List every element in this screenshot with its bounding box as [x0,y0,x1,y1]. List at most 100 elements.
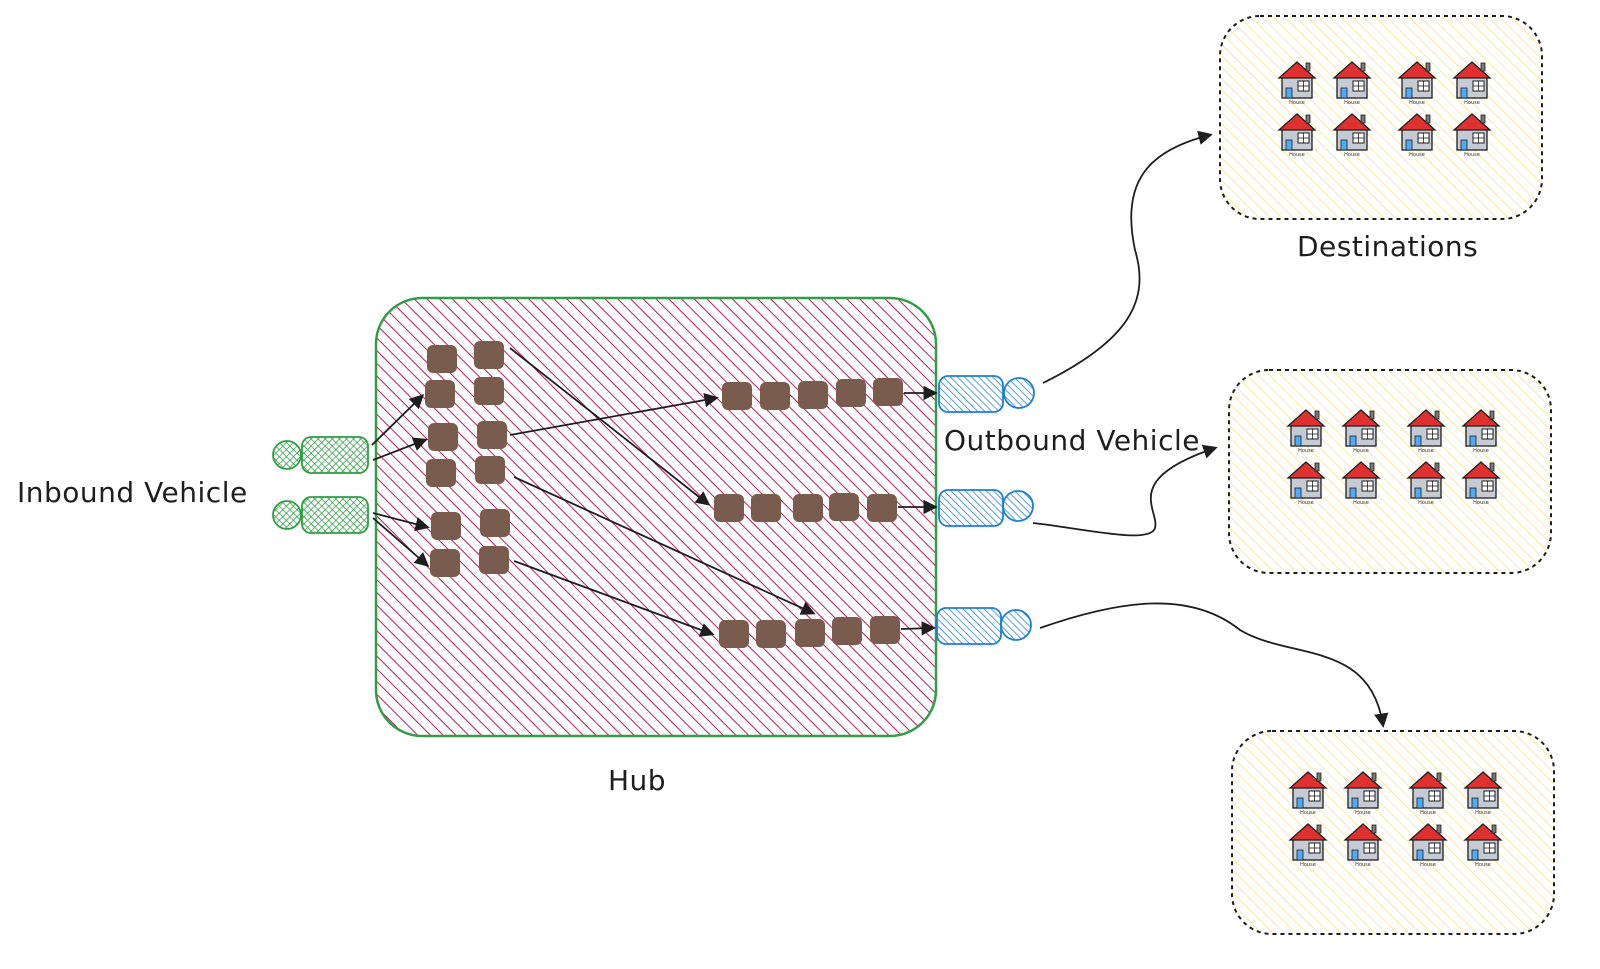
parcel [480,509,510,537]
arrow [513,560,715,637]
parcel-group [425,341,510,577]
parcel [719,620,749,648]
arrow [513,476,816,615]
house-icon: House [1463,823,1503,868]
arrow [371,393,425,446]
parcel [430,549,460,577]
house-icon: House [1277,61,1317,106]
house-label: House [1289,152,1305,158]
arrow [1042,130,1213,384]
house-icon: House [1408,823,1448,868]
parcel [479,546,509,574]
house-label: House [1475,862,1491,868]
house-label: House [1298,500,1314,506]
arrow [509,347,711,506]
house-icon: House [1452,61,1492,106]
arrow [1032,444,1218,537]
arrow [1039,602,1389,728]
house-icon: House [1341,409,1381,454]
house-label: House [1344,152,1360,158]
house-icon: House [1463,771,1503,816]
house-icon: House [1286,461,1326,506]
parcel [426,459,456,487]
house-icon: House [1397,113,1437,158]
vehicle-icon [272,500,302,530]
house-icon: House [1277,113,1317,158]
hub-label: Hub [608,764,666,797]
house-icon: House [1406,409,1446,454]
parcel [714,494,744,522]
house-label: House [1420,862,1436,868]
outbound-vehicle-3 [936,607,1032,645]
house-icon: House [1332,61,1372,106]
house-label: House [1298,448,1314,454]
parcel [474,377,504,405]
parcel [428,423,458,451]
parcel [431,512,461,540]
flow-arrows [371,130,1389,728]
parcel [475,456,505,484]
house-label: House [1464,100,1480,106]
house-label: House [1300,862,1316,868]
parcel [427,345,457,373]
house-icon: House [1452,113,1492,158]
vehicle-icon [1000,609,1032,641]
house-label: House [1473,448,1489,454]
parcel [425,380,455,408]
destinations-label: Destinations [1297,230,1478,263]
house-icon: House [1343,823,1383,868]
parcel [795,619,825,647]
outbound-vehicle-2 [938,489,1034,527]
house-label: House [1418,500,1434,506]
queue-1 [722,378,903,410]
outbound-vehicle-label: Outbound Vehicle [944,424,1200,457]
house-icon: House [1288,823,1328,868]
parcel [751,494,781,522]
parcel [836,379,866,407]
house-icon: House [1332,113,1372,158]
arrow [372,437,428,461]
inbound-vehicle-1 [272,436,369,474]
parcel [477,421,507,449]
parcel [793,494,823,522]
vehicle-icon [1002,490,1034,522]
house-icon: House [1288,771,1328,816]
house-label: House [1355,810,1371,816]
house-label: House [1409,100,1425,106]
parcel [756,620,786,648]
house-label: House [1353,448,1369,454]
vehicle-icon [1003,377,1035,409]
house-label: House [1289,100,1305,106]
inbound-vehicle-2 [272,496,369,534]
arrow [372,512,430,532]
house-label: House [1464,152,1480,158]
house-label: House [1409,152,1425,158]
parcel [832,617,862,645]
house-icon: House [1343,771,1383,816]
house-icon: House [1461,409,1501,454]
house-label: House [1473,500,1489,506]
house-icon: House [1406,461,1446,506]
parcel [722,382,752,410]
parcel [474,341,504,369]
house-label: House [1353,500,1369,506]
house-label: House [1300,810,1316,816]
parcel [798,381,828,409]
parcel [829,493,859,521]
house-label: House [1420,810,1436,816]
house-label: House [1355,862,1371,868]
parcel [870,616,900,644]
outbound-vehicle-1 [938,375,1035,413]
house-icon: House [1408,771,1448,816]
arrow [509,392,719,436]
arrow [372,517,430,567]
house-label: House [1475,810,1491,816]
house-icon: House [1341,461,1381,506]
parcel [873,378,903,406]
